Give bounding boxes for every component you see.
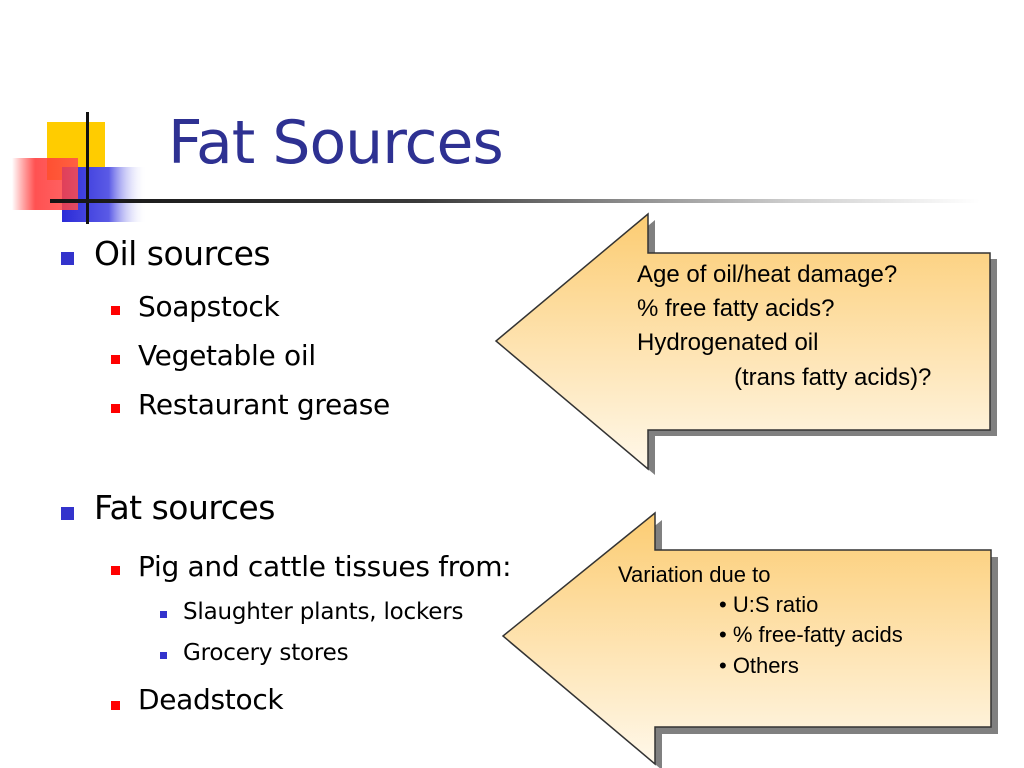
bullet-marker [160, 652, 167, 659]
bullet-marker [111, 404, 120, 413]
bullet-slaughter-plants: Slaughter plants, lockers [183, 599, 464, 625]
bullet-marker [61, 252, 74, 265]
bullet-restaurant-grease: Restaurant grease [138, 388, 390, 421]
bullet-fat-sources: Fat sources [94, 488, 275, 527]
callout-1-line-1: Age of oil/heat damage? [637, 261, 898, 288]
bullet-marker [111, 355, 120, 364]
callout-1-line-4: (trans fatty acids)? [734, 364, 932, 391]
callout-1-line-3: Hydrogenated oil [637, 329, 819, 356]
callout-arrow-1 [494, 212, 997, 475]
bullet-marker [61, 507, 74, 520]
bullet-soapstock: Soapstock [138, 290, 280, 323]
callout-2-line-1: Variation due to [618, 562, 771, 587]
callout-2-line-4: • Others [719, 653, 799, 678]
callout-arrow-2 [501, 511, 998, 768]
bullet-oil-sources: Oil sources [94, 234, 271, 273]
callout-1-line-2: % free fatty acids? [637, 295, 835, 322]
bullet-deadstock: Deadstock [138, 683, 284, 716]
bullet-marker [111, 701, 120, 710]
slide-title: Fat Sources [168, 108, 504, 178]
bullet-marker [111, 566, 120, 575]
logo-vertical-line [86, 112, 89, 224]
callout-2-line-3: • % free-fatty acids [719, 622, 903, 647]
title-underline [50, 199, 980, 203]
bullet-vegetable-oil: Vegetable oil [138, 339, 316, 372]
bullet-grocery-stores: Grocery stores [183, 640, 349, 666]
bullet-pig-cattle-tissues: Pig and cattle tissues from: [138, 550, 512, 583]
callout-2-line-2: • U:S ratio [719, 592, 819, 617]
bullet-marker [111, 306, 120, 315]
bullet-marker [160, 611, 167, 618]
corner-logo [12, 112, 147, 224]
